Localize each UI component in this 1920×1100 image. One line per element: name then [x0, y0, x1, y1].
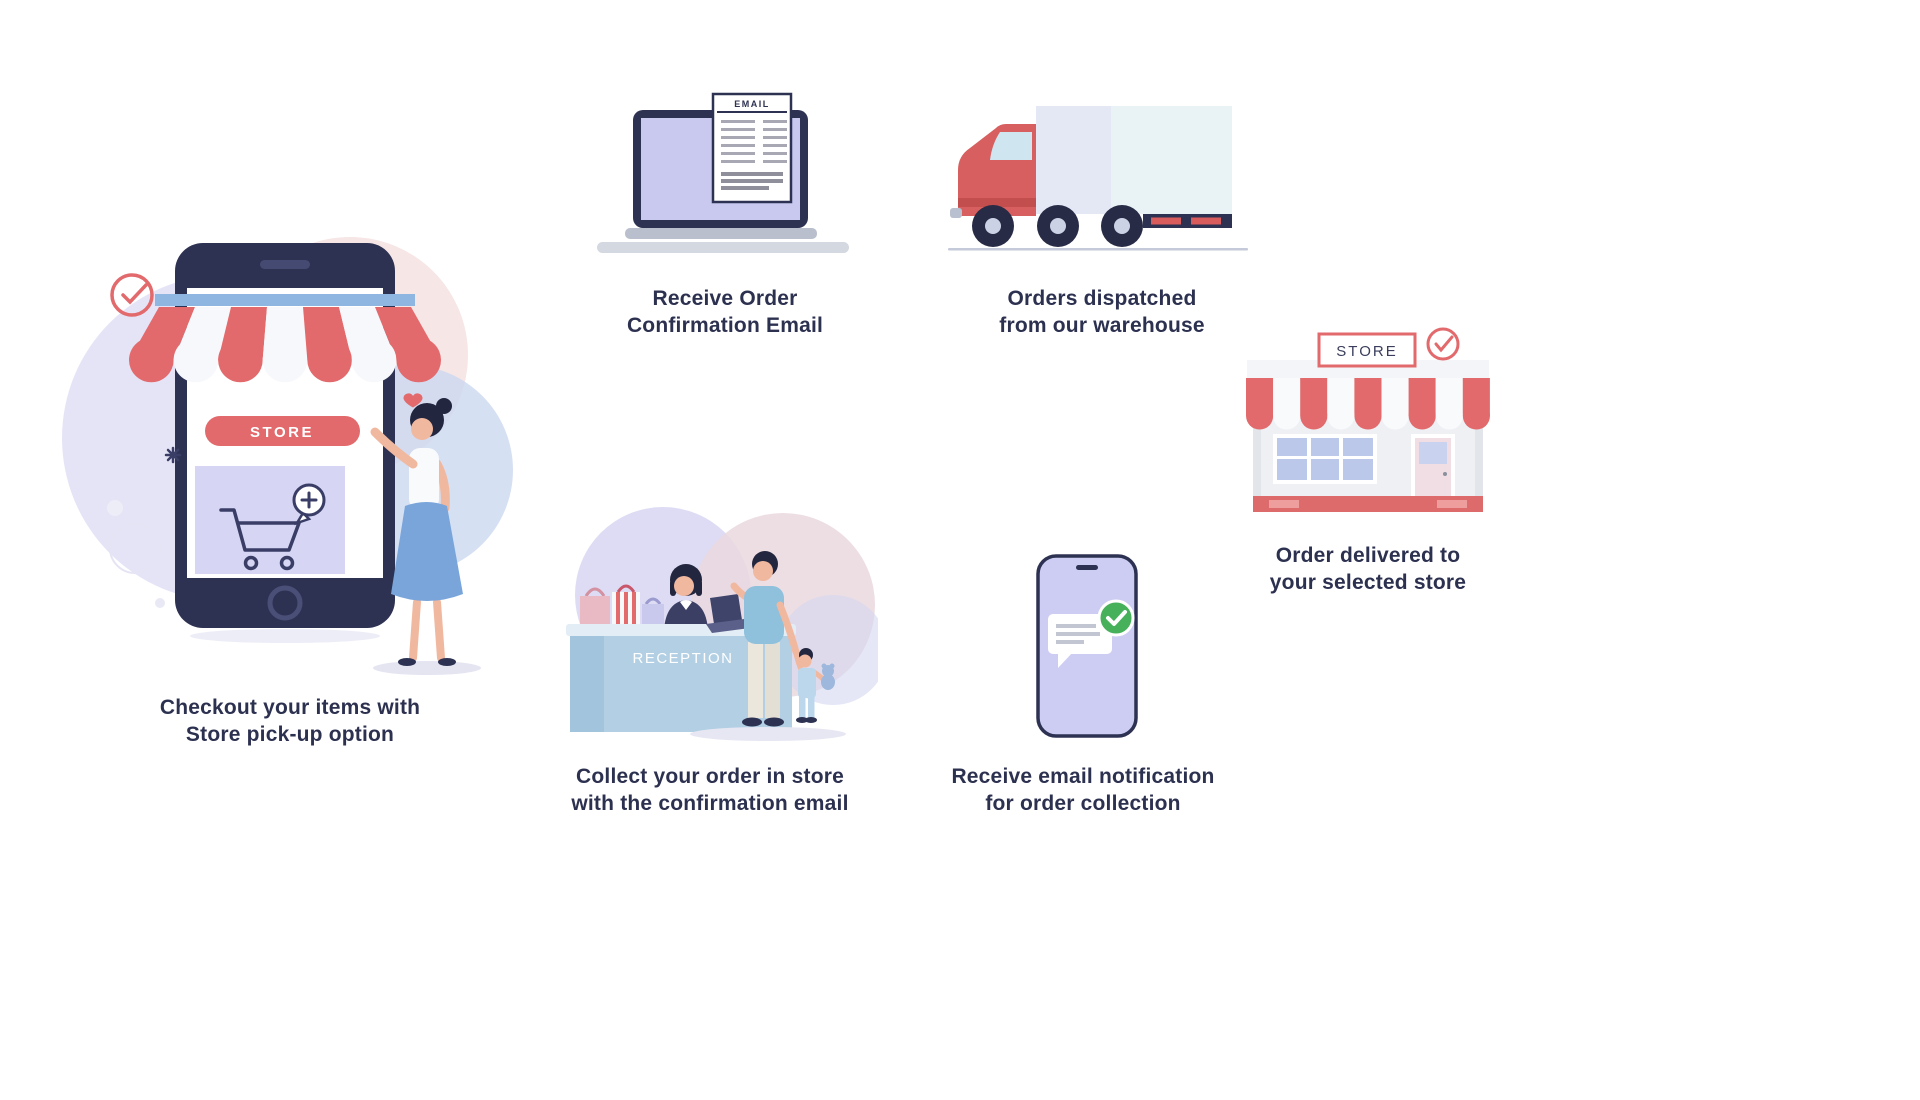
customer-figure [730, 551, 800, 727]
store-base [1253, 496, 1483, 512]
sparkle-icon [164, 446, 182, 464]
receptionist-figure [664, 564, 708, 630]
email-text-lines [721, 120, 787, 163]
checkmark-icon [110, 273, 154, 317]
caption-dispatch: Orders dispatched from our warehouse [999, 285, 1204, 339]
reception-illustration-icon: RECEPTION [566, 507, 878, 741]
phone-speaker [1076, 565, 1098, 570]
awning [129, 294, 442, 383]
truck-wheels [972, 205, 1143, 247]
caption-line: Confirmation Email [626, 314, 824, 337]
cart-panel [195, 466, 345, 574]
caption-line: Store pick-up option [185, 723, 395, 746]
tail-light [1151, 217, 1181, 225]
home-button [267, 585, 303, 621]
caption-store-delivery: Order delivered to your selected store [1270, 542, 1466, 596]
caption-line: your selected store [1269, 571, 1467, 594]
success-check-icon [1097, 599, 1135, 637]
tail-light [1191, 217, 1221, 225]
caption-notification: Receive email notification for order col… [951, 763, 1214, 817]
reception-desk-label: RECEPTION [632, 650, 733, 667]
caption-line: Receive Order [652, 287, 798, 310]
delivery-truck-icon [948, 106, 1248, 251]
phone-speaker [260, 260, 310, 269]
phone-shadow [190, 629, 380, 643]
email-footer-lines [721, 172, 783, 190]
store-awning [1246, 378, 1490, 430]
caption-line: from our warehouse [999, 314, 1205, 337]
caption-checkout: Checkout your items with Store pick-up o… [160, 694, 420, 748]
windshield [990, 132, 1032, 160]
woman-figure [370, 398, 481, 675]
store-button: STORE [205, 416, 360, 446]
store-window [1273, 434, 1377, 484]
caption-line: for order collection [985, 792, 1181, 815]
front-bumper [950, 208, 962, 218]
truck-cab [950, 124, 1036, 218]
store-door [1411, 434, 1455, 496]
store-button-label: STORE [250, 424, 314, 441]
caption-line: Orders dispatched [1007, 287, 1197, 310]
message-bubble [1048, 614, 1112, 668]
phone-notification-icon [1036, 554, 1138, 738]
truck-rear-bumper [1143, 214, 1232, 228]
woman-shadow [373, 661, 481, 675]
shopping-cart-icon [219, 508, 301, 571]
floor-shadow [690, 727, 846, 741]
storefront-icon: STORE [1246, 327, 1490, 512]
truck-container [1036, 106, 1232, 214]
laptop-on-counter [706, 594, 750, 633]
caption-line: with the confirmation email [571, 792, 849, 815]
laptop-email-icon: EMAIL [597, 92, 849, 253]
checkout-illustration-icon: STORE [62, 237, 513, 675]
teddy-bear [821, 663, 835, 690]
caption-line: Collect your order in store [576, 765, 844, 788]
store-sign-label: STORE [1336, 343, 1397, 360]
email-document-label: EMAIL [734, 99, 770, 109]
add-to-cart-bubble [292, 483, 326, 526]
checkmark-icon [1426, 327, 1460, 361]
store-sign: STORE [1317, 332, 1417, 368]
caption-line: Checkout your items with [159, 696, 421, 719]
ground-line [948, 248, 1248, 251]
email-document: EMAIL [711, 92, 793, 204]
caption-line: Order delivered to [1275, 544, 1461, 567]
door-handle [1443, 472, 1447, 476]
heart-icon [403, 393, 423, 408]
caption-collect: Collect your order in store with the con… [571, 763, 848, 817]
caption-line: Receive email notification [951, 765, 1215, 788]
caption-email-confirmation: Receive Order Confirmation Email [627, 285, 823, 339]
